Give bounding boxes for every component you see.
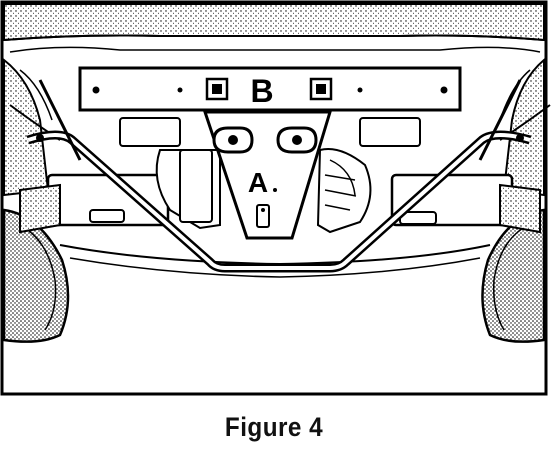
callout-label-a: A: [248, 167, 268, 198]
callout-label-b: B: [250, 73, 273, 109]
left-shock-absorber: [38, 79, 82, 161]
bracket-b-crossbar: B: [78, 66, 462, 112]
right-suspension-arm: [390, 104, 551, 234]
rear-bumper: [3, 3, 545, 53]
support-crossmember: [26, 130, 532, 273]
right-shock-absorber: [478, 79, 522, 161]
bracket-a-plate: A: [202, 110, 333, 240]
left-body-panel: [3, 57, 53, 197]
figure-caption: Figure 4: [224, 412, 324, 442]
left-suspension-arm: [9, 104, 170, 234]
differential-housing: [119, 117, 421, 234]
rear-valance-lower: [69, 257, 481, 278]
